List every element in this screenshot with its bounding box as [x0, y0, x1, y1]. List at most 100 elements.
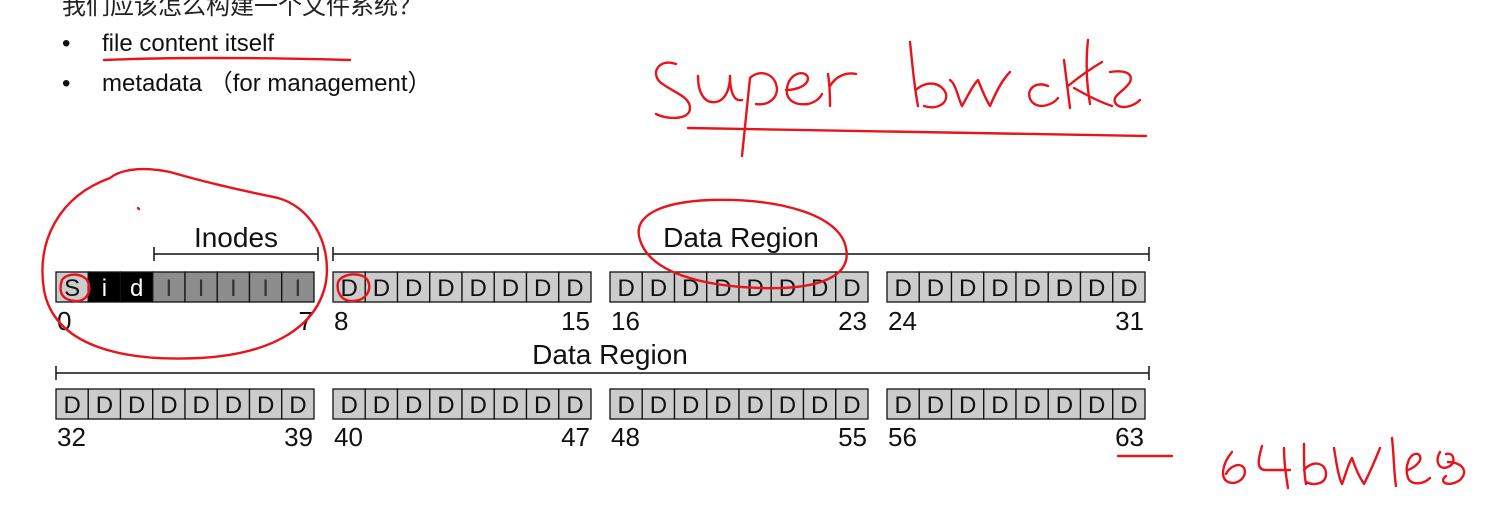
- block-letter: D: [1056, 392, 1073, 419]
- block-cell: D: [216, 388, 251, 420]
- block-letter: D: [502, 275, 519, 302]
- block-cell: D: [983, 388, 1017, 420]
- block-letter: I: [262, 275, 269, 302]
- block-cell: D: [641, 271, 676, 303]
- block-cell: D: [950, 271, 985, 303]
- bullet-text: file content itself: [102, 30, 275, 57]
- block-cell: D: [918, 388, 953, 420]
- circle-superblock: [59, 273, 91, 303]
- block-index-start: 48: [611, 422, 640, 452]
- block-index-end: 23: [838, 306, 867, 336]
- bullet-marker: •: [62, 70, 71, 97]
- block-letter: D: [1023, 392, 1040, 419]
- bullet-item: • file content itself: [62, 24, 432, 64]
- block-letter: D: [1056, 275, 1073, 302]
- block-cell: D: [738, 388, 772, 420]
- block-cell: D: [281, 388, 315, 420]
- block-letter: D: [779, 392, 796, 419]
- dot-mark: [136, 206, 141, 211]
- circle-inodes: [41, 167, 329, 360]
- block-letter: D: [160, 392, 177, 419]
- underline-super-block: [686, 126, 1148, 138]
- circle-first-data-block: [336, 273, 371, 303]
- circle-data-region-label: [637, 198, 848, 290]
- block-letter: D: [469, 275, 486, 302]
- handwriting-super-block: [654, 38, 1148, 158]
- block-cell: D: [429, 388, 463, 420]
- block-letter: D: [746, 392, 763, 419]
- block-cell: D: [525, 271, 560, 303]
- block-letter: D: [534, 275, 551, 302]
- block-letter: D: [502, 392, 519, 419]
- block-letter: D: [1120, 275, 1137, 302]
- block-letter: D: [682, 392, 699, 419]
- block-letter: D: [714, 275, 731, 302]
- block-letter: D: [617, 392, 634, 419]
- block-letter: D: [340, 392, 357, 419]
- block-letter: D: [63, 392, 80, 419]
- data-region-label-row2: Data Region: [532, 339, 688, 370]
- block-index-start: 32: [57, 422, 86, 452]
- block-letter: I: [166, 275, 173, 302]
- block-cell: D: [918, 271, 953, 303]
- block-letter: D: [991, 275, 1008, 302]
- block-letter: D: [437, 392, 454, 419]
- block-letter: D: [566, 392, 583, 419]
- block-letter: D: [650, 275, 667, 302]
- block-letter: S: [64, 275, 80, 302]
- block-letter: D: [1088, 392, 1105, 419]
- bullet-text: metadata （for management）: [102, 70, 432, 97]
- block-letter: D: [289, 392, 306, 419]
- data-region-bracket-row1: [332, 247, 1150, 261]
- block-cell: D: [983, 271, 1017, 303]
- block-letter: D: [373, 275, 390, 302]
- block-letter: D: [96, 392, 113, 419]
- block-letter: D: [192, 392, 209, 419]
- block-cell: D: [1112, 388, 1146, 420]
- block-cell: D: [152, 388, 186, 420]
- block-cell: I: [152, 271, 186, 303]
- block-letter: D: [927, 392, 944, 419]
- block-cell: D: [332, 388, 366, 420]
- block-cell: D: [609, 388, 643, 420]
- block-cell: I: [216, 271, 251, 303]
- block-letter: D: [894, 392, 911, 419]
- block-cell: D: [493, 388, 528, 420]
- block-cell: D: [364, 388, 399, 420]
- block-index-end: 55: [838, 422, 867, 452]
- block-cell: D: [802, 388, 837, 420]
- block-cell: D: [673, 388, 708, 420]
- block-cell: I: [184, 271, 218, 303]
- block-cell: D: [364, 271, 399, 303]
- block-letter: D: [843, 392, 860, 419]
- block-letter: I: [295, 275, 302, 302]
- block-cell: D: [886, 271, 920, 303]
- block-letter: D: [340, 275, 357, 302]
- block-index-start: 8: [334, 306, 348, 336]
- block-letter: D: [437, 275, 454, 302]
- slide-heading: 我们应该怎么构建一个文件系统？: [62, 0, 422, 20]
- block-index-end: 47: [561, 422, 590, 452]
- block-letter: D: [617, 275, 634, 302]
- block-letter: D: [811, 392, 828, 419]
- red-annotations: [41, 38, 1466, 490]
- block-letter: D: [843, 275, 860, 302]
- block-cell: D: [673, 271, 708, 303]
- block-letter: D: [225, 392, 242, 419]
- handwriting-64-blocks: [1116, 436, 1466, 490]
- block-cell: D: [55, 388, 89, 420]
- block-letter: D: [373, 392, 390, 419]
- block-letter: D: [1023, 275, 1040, 302]
- block-cell: D: [396, 271, 431, 303]
- data-region-label-row1: Data Region: [663, 222, 819, 253]
- bullet-marker: •: [62, 30, 71, 57]
- block-cell: D: [119, 388, 154, 420]
- block-cell: D: [248, 388, 283, 420]
- block-cell: D: [1079, 271, 1114, 303]
- block-cell: D: [1015, 271, 1049, 303]
- block-cell: D: [461, 388, 495, 420]
- block-letter: D: [927, 275, 944, 302]
- block-cell: D: [886, 388, 920, 420]
